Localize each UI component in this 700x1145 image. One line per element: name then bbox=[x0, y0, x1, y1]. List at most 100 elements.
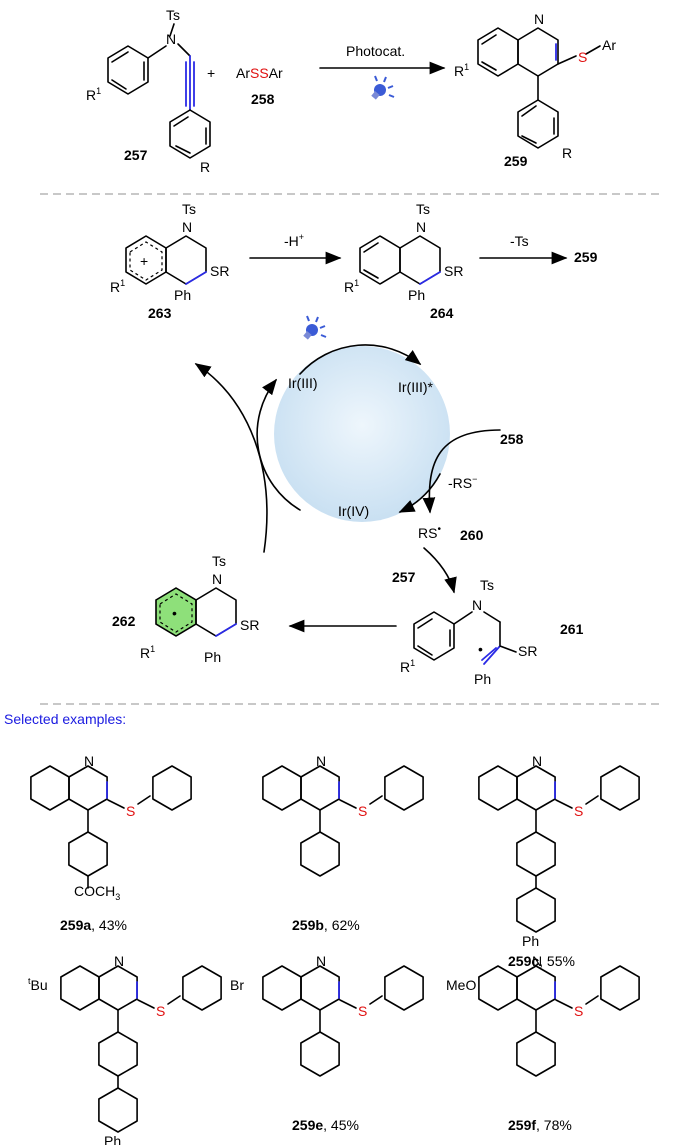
example-259f: N S MeO 259f, 78% bbox=[446, 953, 640, 1133]
n-atom-259f: N bbox=[532, 953, 542, 969]
ts-261: Ts bbox=[480, 577, 494, 593]
arrow-excitation bbox=[299, 344, 422, 375]
example-259a: N S COCH3 259a, 43% bbox=[30, 753, 192, 933]
dot-261: • bbox=[478, 641, 483, 657]
ts-262: Ts bbox=[212, 553, 226, 569]
substituent-259a: COCH3 bbox=[74, 883, 120, 902]
light-bulb-icon-cycle bbox=[302, 315, 327, 341]
intermediate-261: N Ts SR Ph • R1 bbox=[400, 577, 537, 687]
intermediate-262: N Ts • SR Ph R1 bbox=[140, 553, 259, 665]
substituent-259c: Ph bbox=[522, 933, 539, 949]
label-257: 257 bbox=[124, 147, 148, 163]
label-264: 264 bbox=[430, 305, 454, 321]
arrow-258-to-rs bbox=[422, 429, 501, 514]
label-262: 262 bbox=[112, 613, 136, 629]
s-atom-259c: S bbox=[574, 803, 583, 819]
r1-label-259: R1 bbox=[454, 62, 469, 79]
sr-261: SR bbox=[518, 643, 537, 659]
ts-263: Ts bbox=[182, 201, 196, 217]
photocatalyst-label: Photocat. bbox=[346, 43, 405, 59]
n-atom-259b: N bbox=[316, 753, 326, 769]
intermediate-264: N Ts SR Ph R1 bbox=[344, 201, 463, 303]
r1-262: R1 bbox=[140, 644, 155, 661]
example-259c: N S Ph 259c, 55% bbox=[478, 753, 640, 969]
compound-257-structure: N Ts R1 R bbox=[86, 7, 211, 175]
sr-263: SR bbox=[210, 263, 229, 279]
r-label-259: R bbox=[562, 145, 572, 161]
label-258: 258 bbox=[251, 91, 275, 107]
r1-263: R1 bbox=[110, 278, 125, 295]
n-atom-259a: N bbox=[84, 753, 94, 769]
n-atom-259: N bbox=[534, 11, 544, 27]
n-atom-262: N bbox=[212, 571, 222, 587]
r1-label: R1 bbox=[86, 86, 101, 103]
left-substituent-259f: MeO bbox=[446, 977, 476, 993]
light-bulb-icon bbox=[370, 75, 395, 101]
label-259c: 259c, 55% bbox=[508, 953, 575, 969]
step-minus-h: -H+ bbox=[284, 232, 304, 249]
n-atom-264: N bbox=[416, 219, 426, 235]
s-atom-259f: S bbox=[574, 1003, 583, 1019]
reagent-disulfide: ArSSAr bbox=[236, 65, 283, 81]
label-260: 260 bbox=[460, 527, 484, 543]
n-atom-263: N bbox=[182, 219, 192, 235]
n-atom-259c: N bbox=[532, 753, 542, 769]
sr-262: SR bbox=[240, 617, 259, 633]
ph-263: Ph bbox=[174, 287, 191, 303]
plus-263: + bbox=[140, 253, 148, 269]
arrow-262-to-263 bbox=[194, 363, 268, 553]
example-259e: N S Br 259e, 45% bbox=[230, 953, 424, 1133]
left-substituent-259e: Br bbox=[230, 977, 244, 993]
ph-261: Ph bbox=[474, 671, 491, 687]
ar-group-259: Ar bbox=[602, 37, 616, 53]
r1-264: R1 bbox=[344, 278, 359, 295]
ts-264: Ts bbox=[416, 201, 430, 217]
arrow-radical-addition bbox=[423, 547, 457, 594]
ir-iii-excited: Ir(III)* bbox=[398, 379, 434, 395]
label-263: 263 bbox=[148, 305, 172, 321]
s-atom-259b: S bbox=[358, 803, 367, 819]
n-atom-259d: N bbox=[114, 953, 124, 969]
label-259a: 259a, 43% bbox=[60, 917, 127, 933]
r1-261: R1 bbox=[400, 658, 415, 675]
arrow-oxidation bbox=[398, 473, 441, 513]
ph-264: Ph bbox=[408, 287, 425, 303]
label-257-mech: 257 bbox=[392, 569, 416, 585]
intermediate-263: N Ts + SR Ph R1 bbox=[110, 201, 229, 303]
label-259e: 259e, 45% bbox=[292, 1117, 359, 1133]
examples-grid: N S COCH3 259a, 43% N S 259b, 62% N S Ph 259c, 55%… bbox=[28, 753, 640, 1145]
s-atom-259d: S bbox=[156, 1003, 165, 1019]
loss-rs: -RS− bbox=[448, 474, 477, 491]
left-substituent-259d: tBu bbox=[28, 976, 48, 993]
s-atom-259a: S bbox=[126, 803, 135, 819]
example-259d: NSPhtBu259d, 38% bbox=[28, 953, 222, 1145]
s-atom-259e: S bbox=[358, 1003, 367, 1019]
label-259b: 259b, 62% bbox=[292, 917, 360, 933]
dot-262: • bbox=[172, 605, 177, 621]
n-atom-259e: N bbox=[316, 953, 326, 969]
n-atom-261: N bbox=[472, 597, 482, 613]
catalytic-cycle-circle bbox=[274, 346, 450, 522]
mechanism: N Ts + SR Ph R1 263 -H+ N Ts SR Ph R1 26… bbox=[110, 201, 598, 687]
example-259b: N S 259b, 62% bbox=[262, 753, 424, 933]
examples-heading: Selected examples: bbox=[4, 711, 126, 727]
top-scheme: N Ts R1 R 257 + ArSSAr 258 Photocat. N S bbox=[86, 7, 616, 175]
compound-259-structure: N S Ar R1 R bbox=[454, 11, 616, 161]
plus-sign: + bbox=[207, 65, 215, 81]
step-minus-ts: -Ts bbox=[510, 233, 529, 249]
ir-iii: Ir(III) bbox=[288, 375, 318, 391]
s-atom-259: S bbox=[578, 49, 587, 65]
substituent-259d: Ph bbox=[104, 1133, 121, 1145]
label-258-mech: 258 bbox=[500, 431, 524, 447]
ts-group: Ts bbox=[166, 7, 180, 23]
r-label: R bbox=[200, 159, 210, 175]
label-259f: 259f, 78% bbox=[508, 1117, 572, 1133]
label-259: 259 bbox=[504, 153, 528, 169]
ph-262: Ph bbox=[204, 649, 221, 665]
n-atom: N bbox=[166, 31, 176, 47]
sr-264: SR bbox=[444, 263, 463, 279]
label-261: 261 bbox=[560, 621, 584, 637]
ir-iv: Ir(IV) bbox=[338, 503, 369, 519]
rs-radical: RS• bbox=[418, 524, 441, 541]
